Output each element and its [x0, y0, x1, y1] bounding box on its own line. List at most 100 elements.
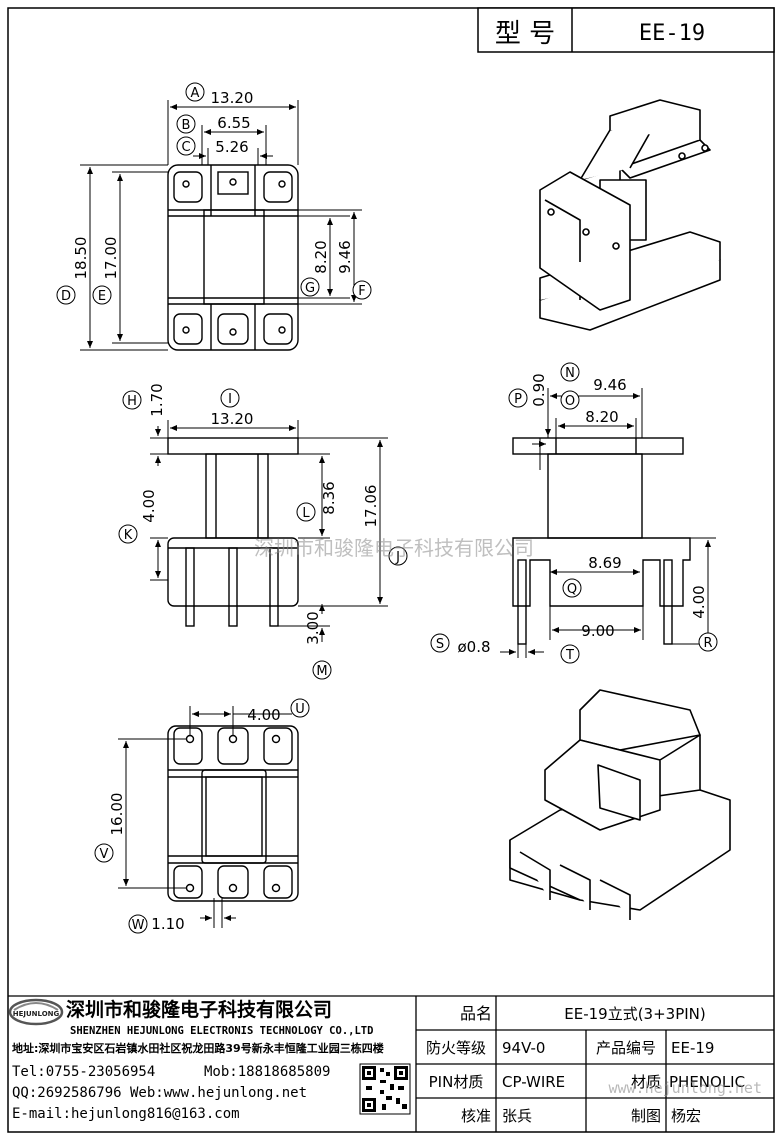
bottom-view [167, 725, 299, 902]
checker-value: 张兵 [502, 1107, 532, 1125]
svg-text:G: G [305, 281, 315, 296]
bottom-view-labels: 4.00 16.00 1.10 [108, 706, 281, 933]
company-address: 地址:深圳市宝安区石岩镇水田社区祝龙田路39号新永丰恒隆工业园三栋四楼 [12, 1041, 384, 1055]
svg-text:D: D [61, 289, 71, 304]
company-logo: HEJUNLONG [8, 998, 64, 1026]
svg-text:N: N [565, 366, 575, 381]
pin-material-label: PIN材质 [429, 1073, 484, 1091]
marker-n: N [560, 362, 580, 382]
svg-text:L: L [302, 506, 310, 521]
marker-w: W [128, 914, 148, 934]
top-view [167, 164, 299, 351]
company-email: E-mail:hejunlong816@163.com [12, 1106, 240, 1122]
side-view [512, 437, 691, 645]
dim-v-value: 16.00 [108, 793, 126, 836]
dim-a-value: 13.20 [211, 89, 254, 107]
dim-w-value: 1.10 [151, 915, 184, 933]
watermark-company: 深圳市和骏隆电子科技有限公司 [254, 536, 534, 560]
marker-s: S [430, 633, 450, 653]
dim-t-value: 9.00 [581, 622, 614, 640]
front-view [167, 437, 299, 627]
product-name-label: 品名 [460, 1004, 492, 1023]
product-no-value: EE-19 [671, 1039, 714, 1057]
dim-p-value: 0.90 [530, 373, 548, 406]
dim-l-value: 8.36 [320, 481, 338, 514]
dim-b-value: 6.55 [217, 114, 250, 132]
svg-text:R: R [703, 636, 712, 651]
side-view-dims [500, 388, 716, 658]
svg-text:C: C [181, 140, 190, 155]
outer-frame [7, 7, 775, 1133]
marker-i: I [220, 388, 240, 408]
marker-u: U [290, 698, 310, 718]
marker-h: H [122, 390, 142, 410]
dim-g-value: 8.20 [312, 240, 330, 273]
isometric-view-bottom [509, 689, 731, 920]
flame-value: 94V-0 [502, 1039, 545, 1057]
material-value: PHENOLIC [669, 1073, 745, 1091]
svg-text:H: H [127, 394, 137, 409]
dim-h-value: 1.70 [148, 383, 166, 416]
svg-text:M: M [316, 664, 327, 679]
marker-q: Q [562, 578, 582, 598]
dim-u-value: 4.00 [247, 706, 280, 724]
company-name-en: SHENZHEN HEJUNLONG ELECTRONIS TECHNOLOGY… [70, 1025, 373, 1037]
svg-text:I: I [228, 392, 232, 407]
dim-r-value: 4.00 [690, 585, 708, 618]
model-value: EE-19 [639, 21, 705, 46]
product-no-label: 产品编号 [596, 1039, 656, 1057]
company-tel: Tel:0755-23056954 [12, 1064, 155, 1080]
marker-p: P [508, 388, 528, 408]
isometric-view-top [539, 99, 721, 331]
top-view-labels: 13.20 6.55 5.26 18.50 17.00 8.20 9.46 [72, 89, 354, 279]
marker-c: C [176, 136, 196, 156]
drafter-label: 制图 [631, 1107, 661, 1125]
marker-v: V [94, 843, 114, 863]
front-view-dims [150, 420, 388, 642]
dim-k-value: 4.00 [140, 489, 158, 522]
dim-o-value: 8.20 [585, 408, 618, 426]
svg-text:P: P [514, 392, 522, 407]
dim-d-value: 18.50 [72, 237, 90, 280]
marker-d: D [56, 285, 76, 305]
marker-m: M [312, 660, 332, 680]
dim-n-value: 9.46 [593, 376, 626, 394]
svg-text:S: S [436, 637, 444, 652]
marker-o: O [560, 390, 580, 410]
svg-text:Q: Q [567, 582, 577, 597]
svg-text:F: F [358, 284, 365, 299]
qr-code [359, 1063, 411, 1115]
dim-j-value: 17.06 [362, 485, 380, 528]
marker-a: A [185, 82, 205, 102]
svg-text:J: J [395, 550, 400, 565]
title-block-texts: 品名 EE-19立式(3+3PIN) 防火等级 94V-0 产品编号 EE-19… [426, 1004, 745, 1125]
company-qq-web: QQ:2692586796 Web:www.hejunlong.net [12, 1085, 307, 1101]
marker-f: F [352, 280, 372, 300]
dim-e-value: 17.00 [102, 237, 120, 280]
checker-label: 核准 [461, 1107, 491, 1125]
company-name-cn: 深圳市和骏隆电子科技有限公司 [66, 998, 332, 1021]
dim-i-value: 13.20 [211, 410, 254, 428]
marker-t: T [560, 644, 580, 664]
flame-label: 防火等级 [426, 1039, 486, 1057]
front-view-labels: 1.70 13.20 4.00 8.36 17.06 3.00 [140, 383, 380, 644]
svg-text:U: U [295, 702, 305, 717]
material-label: 材质 [631, 1073, 661, 1091]
marker-k: K [118, 524, 138, 544]
bottom-view-dims [118, 706, 292, 928]
svg-text:W: W [132, 918, 145, 933]
svg-text:O: O [565, 394, 575, 409]
marker-b: B [176, 114, 196, 134]
dim-q-value: 8.69 [588, 554, 621, 572]
pin-material-value: CP-WIRE [502, 1073, 565, 1091]
product-name-value: EE-19立式(3+3PIN) [564, 1005, 706, 1023]
marker-r: R [698, 632, 718, 652]
marker-g: G [300, 277, 320, 297]
marker-l: L [296, 502, 316, 522]
marker-j: J [388, 546, 408, 566]
svg-text:A: A [191, 86, 200, 101]
svg-text:V: V [100, 847, 109, 862]
svg-text:B: B [182, 118, 191, 133]
dim-s-value: ø0.8 [457, 638, 490, 656]
